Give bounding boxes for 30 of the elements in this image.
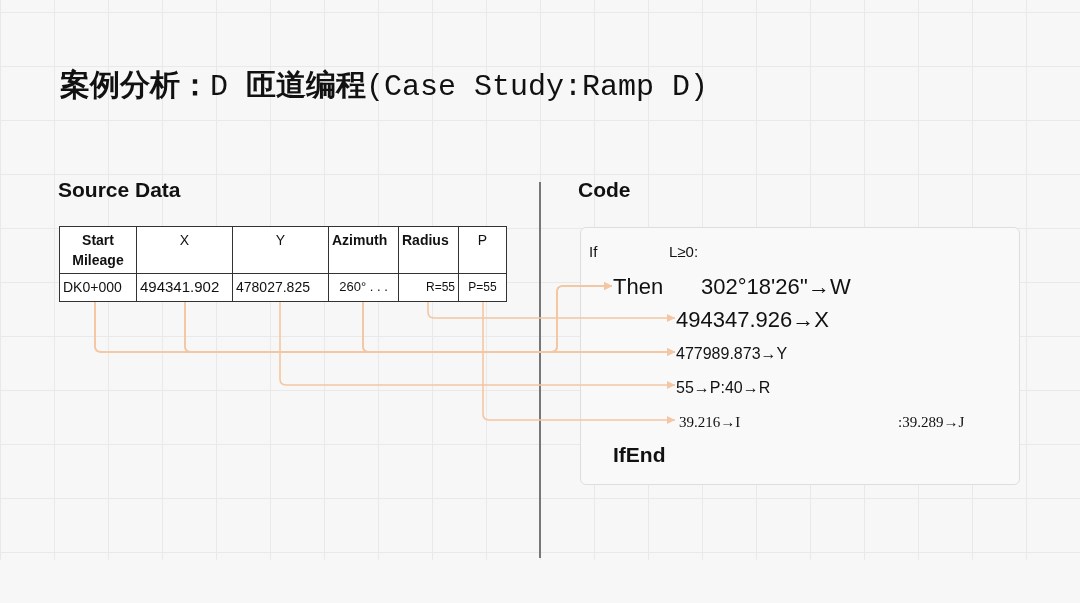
data-cell: 478027.825 [232, 273, 329, 302]
header-cell: P [458, 226, 507, 274]
code-line: 494347.926→X [676, 306, 846, 334]
section-heading: Code [578, 178, 631, 202]
code-keyword: If [589, 242, 598, 262]
code-panel [580, 227, 1020, 485]
title: 案例分析：D 匝道编程(Case Study:Ramp D) [60, 67, 709, 106]
header-cell: X [136, 226, 233, 274]
header-cell: Azimuth [328, 226, 399, 274]
data-cell: 260° . . . [328, 273, 399, 302]
header-cell: Start Mileage [59, 226, 137, 274]
code-condition: L≥0: [669, 242, 699, 262]
connector-arrow [362, 300, 676, 356]
data-cell: R=55 [398, 273, 459, 302]
section-heading: Source Data [58, 178, 181, 202]
connector-arrow [482, 300, 676, 424]
code-statement: 302°18'26''→W [701, 273, 851, 301]
connector-arrow [427, 300, 676, 322]
connector-arrow [279, 300, 676, 389]
code-line: 477989.873→Y [676, 343, 816, 365]
header-cell: Y [232, 226, 329, 274]
data-cell: P=55 [458, 273, 507, 302]
data-cell: 494341.902 [136, 273, 233, 302]
code-line: 55→P:40→R [676, 377, 796, 399]
data-cell: DK0+000 [59, 273, 137, 302]
header-cell: Radius [398, 226, 459, 274]
code-statement: :39.289→J [898, 413, 965, 432]
code-line: IfEnd [613, 441, 683, 469]
code-statement: 39.216→I [679, 413, 741, 432]
code-keyword: Then [613, 273, 664, 301]
